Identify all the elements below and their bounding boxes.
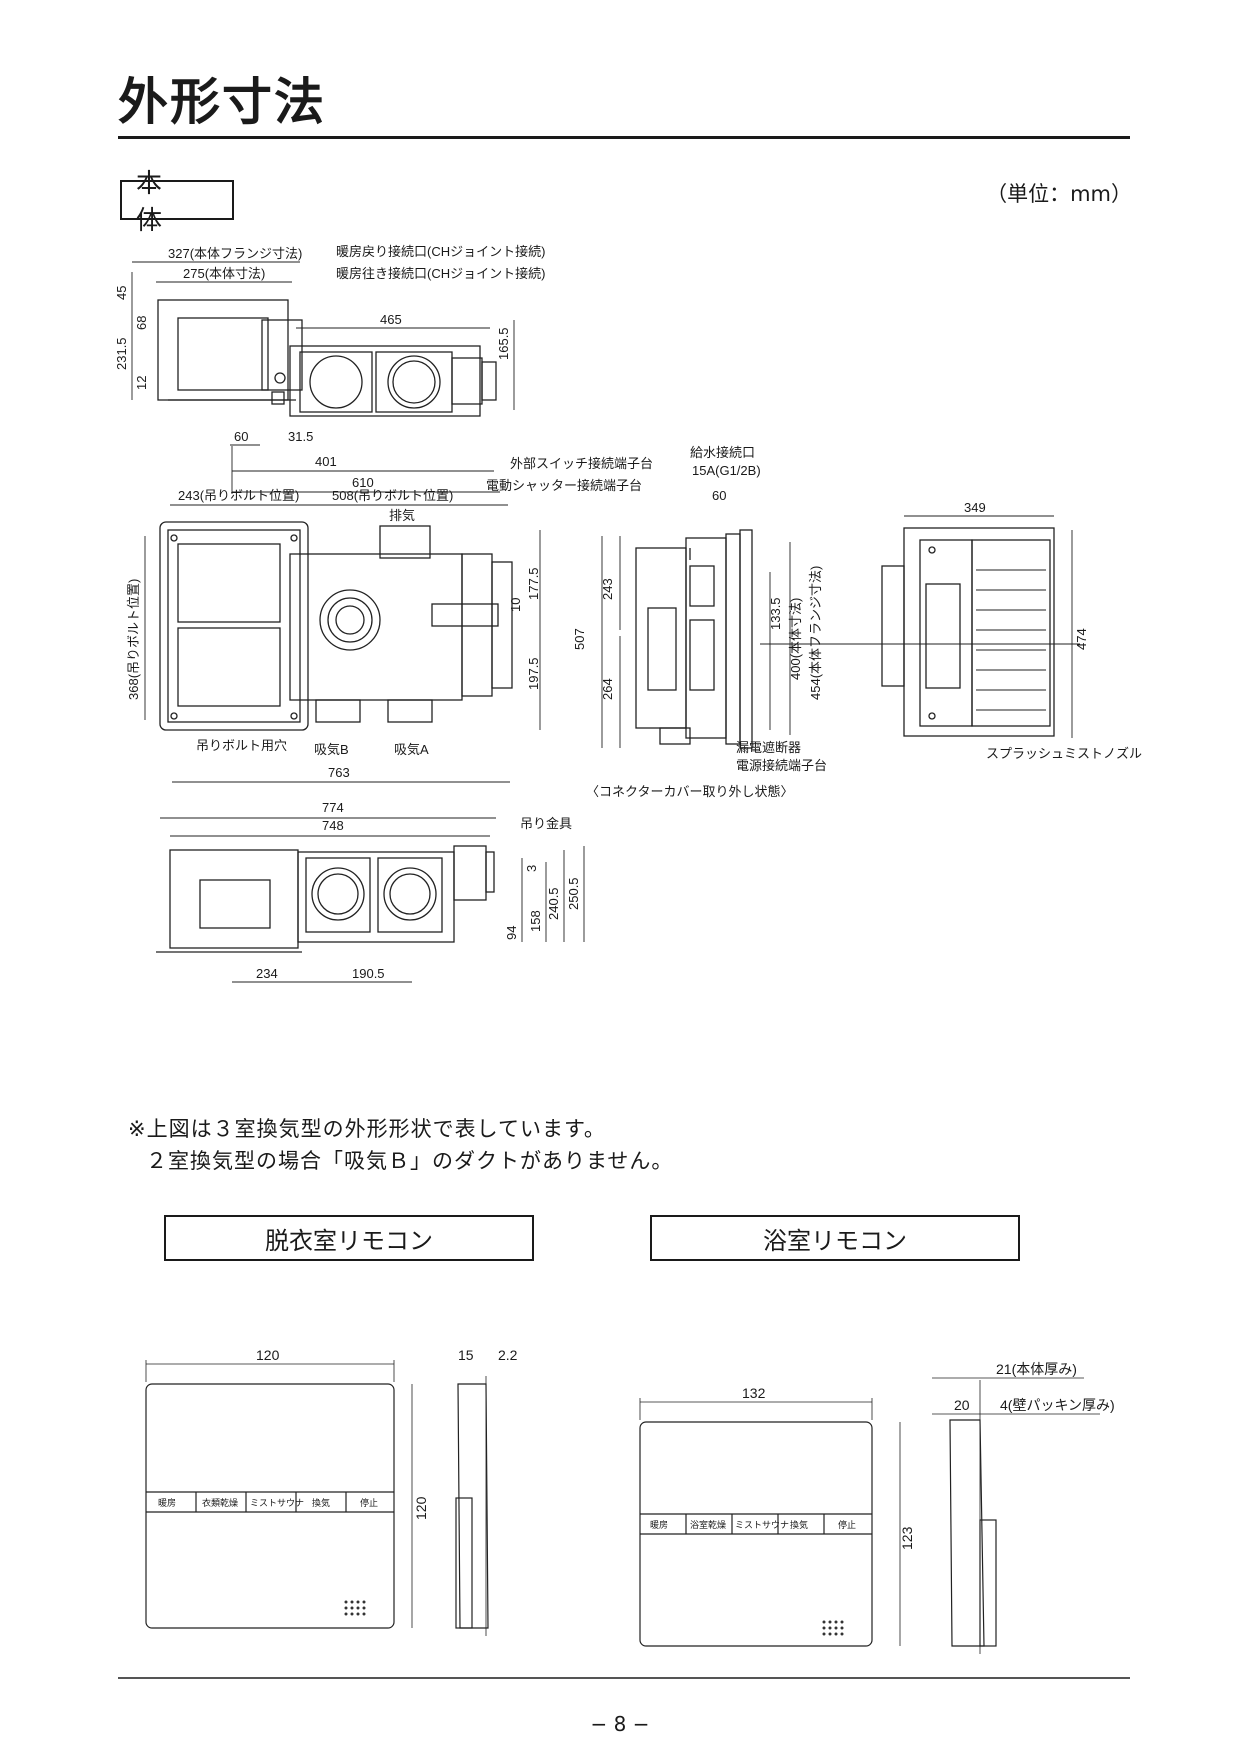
ba-d4-label: 4(壁パッキン厚み) [1000, 1397, 1115, 1413]
w401-label: 401 [315, 454, 337, 469]
dr-btn-stop: 停止 [360, 1497, 378, 1508]
h264-label: 264 [600, 678, 615, 700]
intake-b-label: 吸気B [314, 742, 349, 757]
bolt1-label: 243(吊りボルト位置) [178, 488, 299, 503]
h1335-label: 133.5 [768, 597, 783, 630]
w234-label: 234 [256, 966, 278, 981]
note-line-2: ２室換気型の場合「吸気Ｂ」のダクトがありません。 [146, 1149, 674, 1173]
w1905-label: 190.5 [352, 966, 385, 981]
bath-remote-front [639, 1398, 901, 1647]
h2315-label: 231.5 [114, 337, 129, 370]
side-w60-label: 60 [712, 488, 726, 503]
bath-remote-side [932, 1377, 1100, 1654]
bolt-v-label: 368(吊りボルト位置) [126, 579, 141, 700]
water-port-label: 給水接続口 [690, 445, 755, 460]
unit-label: （単位：mm） [986, 182, 1132, 206]
nozzle-label: スプラッシュミストノズル [986, 746, 1142, 761]
remote-drawings: 120 15 2.2 120 132 123 21(本体厚み) 20 4(壁パッ… [145, 1347, 1115, 1654]
shutter-label: 電動シャッター接続端子台 [486, 478, 642, 493]
h400-label: 400(本体寸法) [788, 598, 803, 680]
h1655-label: 165.5 [496, 327, 511, 360]
h1975-label: 197.5 [526, 657, 541, 690]
w763-label: 763 [328, 765, 350, 780]
power-term-label: 電源接続端子台 [736, 758, 827, 773]
dimension-lines [131, 261, 1080, 983]
ba-h123-label: 123 [899, 1526, 915, 1550]
w60-label: 60 [234, 429, 248, 444]
body-dim-label: 275(本体寸法) [183, 266, 265, 281]
flange-dim-label: 327(本体フランジ寸法) [168, 246, 302, 261]
dr-btn-mist: ミストサウナ [250, 1498, 304, 1508]
bolt-hole-label: 吊りボルト用穴 [196, 738, 287, 753]
ext-switch-label: 外部スイッチ接続端子台 [510, 456, 653, 471]
dressing-remote-title: 脱衣室リモコン [164, 1215, 534, 1261]
bolt2-label: 508(吊りボルト位置) [332, 488, 453, 503]
d2405-label: 240.5 [546, 887, 561, 920]
w349-label: 349 [964, 500, 986, 515]
h454-label: 454(本体フランジ寸法) [808, 566, 823, 700]
w774-label: 774 [322, 800, 344, 815]
ba-btn-dry: 浴室乾燥 [690, 1519, 726, 1530]
d94-label: 94 [504, 926, 519, 940]
page-title: 外形寸法 [118, 73, 326, 131]
h1775-label: 177.5 [526, 567, 541, 600]
exhaust-label: 排気 [389, 508, 415, 523]
note-line-1: ※上図は３室換気型の外形形状で表しています。 [128, 1117, 606, 1141]
h12-label: 12 [134, 376, 149, 390]
ba-btn-stop: 停止 [838, 1519, 856, 1530]
technical-drawing [131, 261, 1080, 983]
dr-w120-label: 120 [256, 1347, 280, 1363]
w610-label: 610 [352, 475, 374, 490]
plan-view-drawing [159, 521, 513, 731]
return-port-label: 暖房戻り接続口(CHジョイント接続) [336, 244, 545, 259]
h45-label: 45 [114, 286, 129, 300]
intake-a-label: 吸気A [394, 742, 429, 757]
dressing-remote-side [455, 1376, 489, 1636]
title-rule [118, 136, 1130, 139]
water-spec-label: 15A(G1/2B) [692, 463, 761, 478]
dr-btn-heat: 暖房 [158, 1497, 176, 1508]
top-view-drawing [157, 299, 497, 417]
page-number: − 8 − [590, 1712, 650, 1736]
side-view-drawing [635, 529, 753, 749]
w748-label: 748 [322, 818, 344, 833]
d158-label: 158 [528, 910, 543, 932]
front-view-drawing [881, 527, 1055, 737]
dr-btn-vent: 換気 [312, 1497, 330, 1508]
dr-d22-label: 2.2 [498, 1347, 518, 1363]
bottom-view-drawing [156, 845, 495, 953]
ba-d21-label: 21(本体厚み) [996, 1361, 1077, 1377]
d3-label: 3 [524, 865, 539, 872]
ba-btn-heat: 暖房 [650, 1519, 668, 1530]
bath-remote-title: 浴室リモコン [650, 1215, 1020, 1261]
w315-label: 31.5 [288, 429, 313, 444]
h68-label: 68 [134, 316, 149, 330]
dressing-remote-front [145, 1360, 413, 1629]
ba-d20-label: 20 [954, 1397, 970, 1413]
h474-label: 474 [1074, 628, 1089, 650]
d2505-label: 250.5 [566, 877, 581, 910]
h507-label: 507 [572, 628, 587, 650]
ba-w132-label: 132 [742, 1385, 766, 1401]
h10-label: 10 [508, 598, 523, 612]
dimension-labels: 327(本体フランジ寸法) 275(本体寸法) 暖房戻り接続口(CHジョイント接… [114, 244, 1142, 981]
side-caption: 〈コネクターカバー取り外し状態〉 [586, 784, 793, 799]
dr-btn-dry: 衣類乾燥 [202, 1497, 238, 1508]
dr-d15-label: 15 [458, 1347, 474, 1363]
h243-label: 243 [600, 578, 615, 600]
ba-btn-vent: 換気 [790, 1519, 808, 1530]
w465-label: 465 [380, 312, 402, 327]
dr-h120-label: 120 [413, 1496, 429, 1520]
ba-btn-mist: ミストサウナ [735, 1520, 789, 1530]
breaker-label: 漏電遮断器 [736, 740, 801, 755]
hanger-label: 吊り金具 [520, 816, 572, 831]
footer-rule [118, 1677, 1130, 1679]
supply-port-label: 暖房往き接続口(CHジョイント接続) [336, 266, 545, 281]
